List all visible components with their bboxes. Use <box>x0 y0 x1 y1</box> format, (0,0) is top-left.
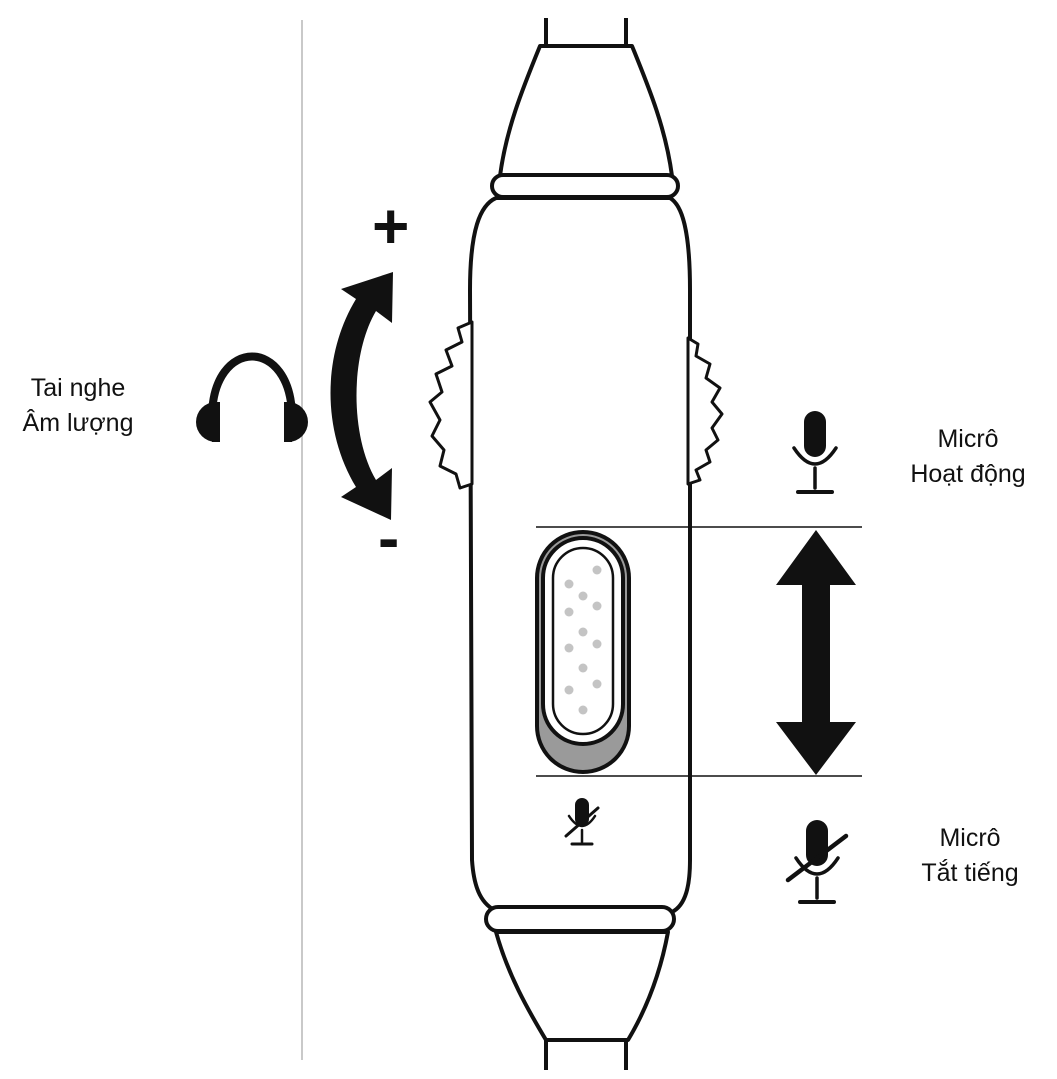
volume-wheel-left[interactable] <box>428 320 474 490</box>
mic-mute-label-line1: Micrô <box>939 824 1000 852</box>
mic-active-label-line2: Hoạt động <box>910 460 1025 488</box>
headphone-volume-label-line1: Tai nghe <box>31 374 126 402</box>
headphones-icon <box>196 352 308 442</box>
microphone-icon <box>792 411 838 494</box>
mic-mute-label-line2: Tắt tiếng <box>921 858 1018 887</box>
volume-plus-sign: + <box>372 190 409 262</box>
slider-direction-arrow <box>776 530 856 775</box>
switch-grip-dots <box>564 565 602 715</box>
headphone-volume-label-line2: Âm lượng <box>23 408 134 437</box>
volume-curved-arrow <box>330 272 393 520</box>
mute-slider-switch[interactable] <box>535 530 631 774</box>
volume-minus-sign: - <box>378 502 399 574</box>
volume-wheel-right[interactable] <box>686 336 724 486</box>
mic-active-label-line1: Micrô <box>937 425 998 453</box>
body-mic-mute-icon <box>564 798 600 846</box>
microphone-muted-icon <box>785 820 849 904</box>
